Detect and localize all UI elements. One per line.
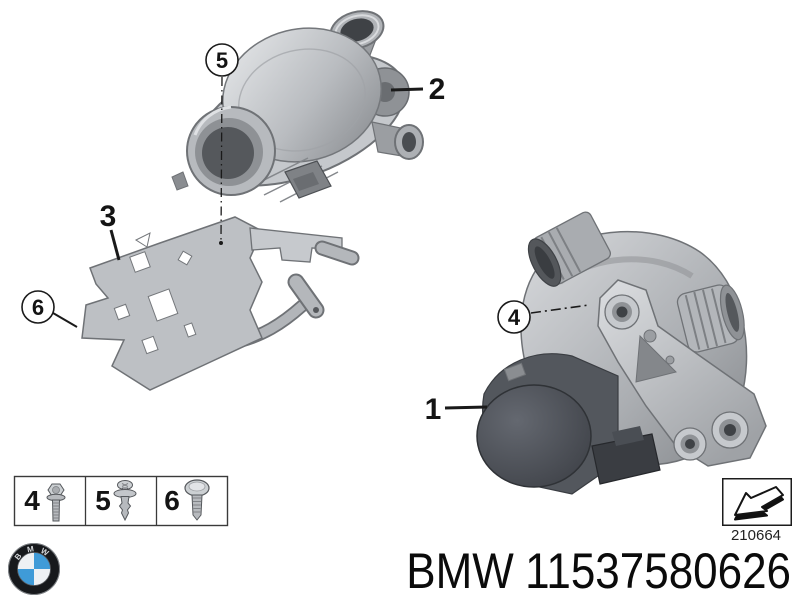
callout-6[interactable]: 6	[21, 290, 78, 328]
fasteners-legend-table: 4 5 6	[13, 475, 229, 527]
bracket-arm	[249, 227, 343, 263]
callout-4-label[interactable]: 4	[508, 305, 521, 330]
diagram-reference-number: 210664	[731, 527, 781, 544]
pump-plate-cutout	[635, 334, 677, 383]
svg-text:B: B	[13, 551, 24, 561]
callout-2-leader-line	[390, 87, 424, 92]
bracket-prong-lower	[289, 275, 323, 317]
direction-arrow-icon	[734, 486, 784, 521]
part-number-value: 11537580626	[525, 542, 791, 598]
pump-bolt-boss	[673, 427, 707, 461]
bracket-prong-upper	[316, 242, 358, 264]
callout-5[interactable]: 5	[205, 43, 239, 245]
legend-cell-6: 6	[164, 479, 210, 521]
pump-bolt-boss	[711, 411, 749, 449]
svg-text:M: M	[26, 544, 34, 554]
callout-2[interactable]: 2	[390, 73, 446, 106]
pump-bolt-boss	[604, 294, 640, 330]
pump-side-fitting	[676, 284, 745, 353]
bracket-hole	[177, 250, 193, 266]
callout-3-label[interactable]: 3	[100, 200, 117, 233]
bracket-hole	[134, 232, 151, 248]
bracket-hole	[183, 322, 197, 338]
callout-6-circle[interactable]	[21, 290, 55, 324]
callout-5-circle[interactable]	[205, 43, 239, 77]
callout-5-leader-line	[220, 76, 223, 241]
callout-6-leader-line	[52, 312, 78, 328]
callout-4-leader-line	[530, 304, 590, 314]
callout-2-label[interactable]: 2	[429, 73, 446, 106]
callout-4-circle[interactable]	[497, 300, 531, 334]
diagram-reference-box: 210664	[722, 478, 792, 544]
callout-1-label[interactable]: 1	[425, 393, 442, 426]
callout-1[interactable]: 1	[425, 393, 488, 426]
water-pump-illustration	[476, 211, 767, 495]
bracket-hole	[147, 288, 179, 322]
legend-6-label: 6	[164, 485, 180, 516]
expansion-rivet-icon	[113, 480, 137, 522]
bracket-hole	[113, 303, 131, 321]
pump-motor-face	[476, 384, 592, 488]
legend-4-label: 4	[24, 485, 40, 516]
callout-1-leader-line	[444, 405, 488, 410]
thermostat-illustration	[171, 10, 424, 203]
hex-flange-bolt-icon	[46, 483, 66, 522]
bmw-logo-letters: B M W	[13, 544, 51, 561]
callout-6-label[interactable]: 6	[32, 295, 44, 320]
mounting-bracket-illustration	[81, 216, 360, 391]
flange-screw-icon	[184, 479, 210, 521]
callout-3[interactable]: 3	[100, 200, 121, 261]
bracket-hole	[129, 251, 151, 273]
bmw-roundel-logo: B M W	[8, 543, 60, 595]
svg-text:W: W	[39, 546, 51, 558]
legend-cell-4: 4	[24, 483, 66, 522]
callout-3-leader-line	[109, 229, 121, 261]
legend-5-label: 5	[95, 485, 111, 516]
callout-4[interactable]: 4	[497, 300, 590, 334]
callout-5-label[interactable]: 5	[216, 48, 228, 73]
bracket-hole	[141, 335, 159, 355]
legend-cell-5: 5	[95, 480, 137, 522]
pump-top-fitting	[527, 211, 611, 287]
brand-text: BMW	[406, 542, 514, 598]
